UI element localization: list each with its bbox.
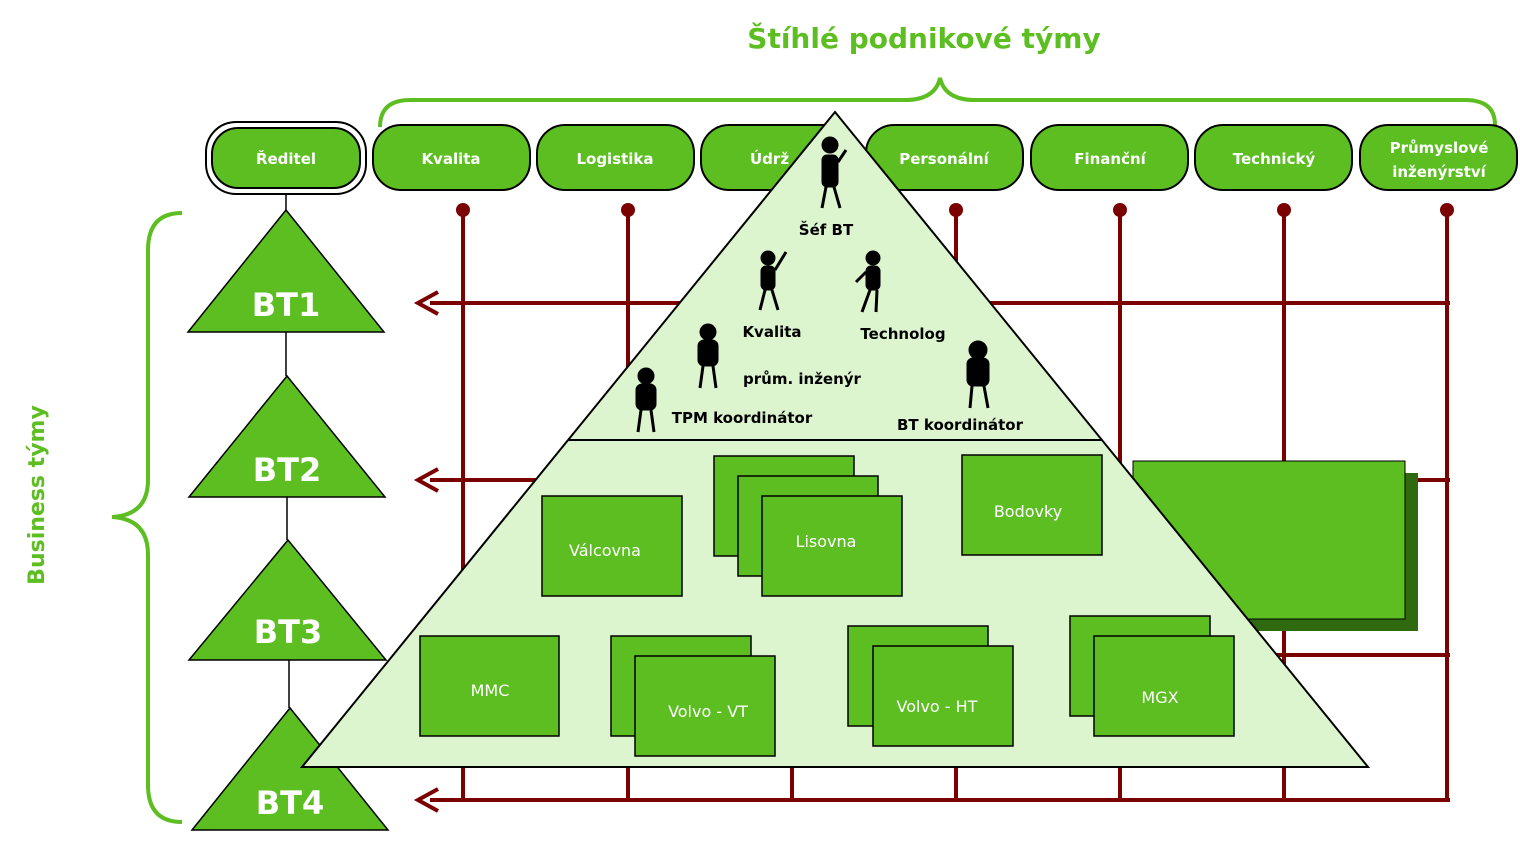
chief-person-icon [820, 136, 848, 209]
dept-label: Údrž [750, 149, 789, 168]
role-chief: Šéf BT [799, 220, 854, 239]
dept-technicky[interactable]: Technický [1194, 124, 1353, 191]
workshop-label: MMC [471, 681, 510, 700]
dept-label-line2: inženýrství [1392, 163, 1486, 181]
bt-label: BT4 [256, 784, 324, 822]
dept-label: Logistika [576, 150, 653, 168]
workshop-label: Válcovna [569, 541, 641, 560]
workshop-label: Lisovna [796, 532, 857, 551]
workshop-volvo-ht[interactable]: Volvo - HT [847, 625, 1014, 747]
workshop-label: MGX [1141, 688, 1178, 707]
dept-label: Finanční [1074, 150, 1146, 168]
role-bt-coordinator: BT koordinátor [897, 416, 1024, 434]
director-label: Ředitel [256, 149, 316, 168]
role-technologist: Technolog [860, 325, 945, 343]
director-node[interactable]: Ředitel [205, 121, 367, 195]
left-brace [111, 211, 183, 824]
workshop-label: Volvo - VT [668, 702, 748, 721]
bt-coordinator-person-icon [966, 340, 990, 409]
dept-prumyslove[interactable]: Průmyslové inženýrství [1359, 124, 1518, 191]
technologist-person-icon [854, 250, 881, 313]
workshop-valcovna[interactable]: Válcovna [541, 495, 683, 597]
bt-triangle-2[interactable]: BT2 [187, 374, 387, 498]
dept-logistika[interactable]: Logistika [536, 124, 695, 191]
bt-triangle-3[interactable]: BT3 [187, 538, 388, 661]
dept-label: Kvalita [421, 150, 480, 168]
dept-kvalita[interactable]: Kvalita [372, 124, 531, 191]
header-title: Štíhlé podnikové týmy [747, 21, 1100, 55]
workshop-mmc[interactable]: MMC [419, 635, 560, 737]
quality-person-icon [758, 250, 788, 311]
dept-personalni[interactable]: Personální [865, 124, 1024, 191]
tpm-person-icon [635, 367, 657, 433]
workshop-bodovky[interactable]: Bodovky [961, 454, 1103, 556]
dept-label-line1: Průmyslové [1390, 139, 1489, 157]
bt-label: BT2 [253, 451, 321, 489]
role-quality: Kvalita [742, 323, 801, 341]
department-pills: Kvalita Logistika Údrž Personální Finanč… [372, 124, 1518, 191]
dept-financni[interactable]: Finanční [1030, 124, 1189, 191]
workshop-mgx[interactable]: MGX [1069, 615, 1235, 737]
top-brace [378, 77, 1497, 128]
workshop-label: Volvo - HT [897, 697, 978, 716]
bt-label: BT3 [254, 613, 322, 651]
workshop-label: Bodovky [994, 502, 1062, 521]
dept-label: Personální [899, 150, 989, 168]
workshop-lisovna[interactable]: Lisovna [713, 455, 903, 597]
line-dots [456, 203, 1454, 217]
arrowheads [413, 290, 439, 813]
person-icons [635, 136, 990, 433]
bt-triangle-4[interactable]: BT4 [190, 706, 390, 831]
side-label: Business týmy [25, 405, 50, 585]
engineer-person-icon [697, 323, 719, 389]
dept-label: Technický [1233, 150, 1316, 168]
bt-triangle-1[interactable]: BT1 [186, 208, 386, 333]
role-tpm: TPM koordinátor [672, 409, 813, 427]
role-engineer: prům. inženýr [743, 370, 862, 388]
bt-connectors [285, 194, 290, 708]
workshop-volvo-vt[interactable]: Volvo - VT [610, 635, 776, 757]
bt-label: BT1 [252, 286, 320, 324]
